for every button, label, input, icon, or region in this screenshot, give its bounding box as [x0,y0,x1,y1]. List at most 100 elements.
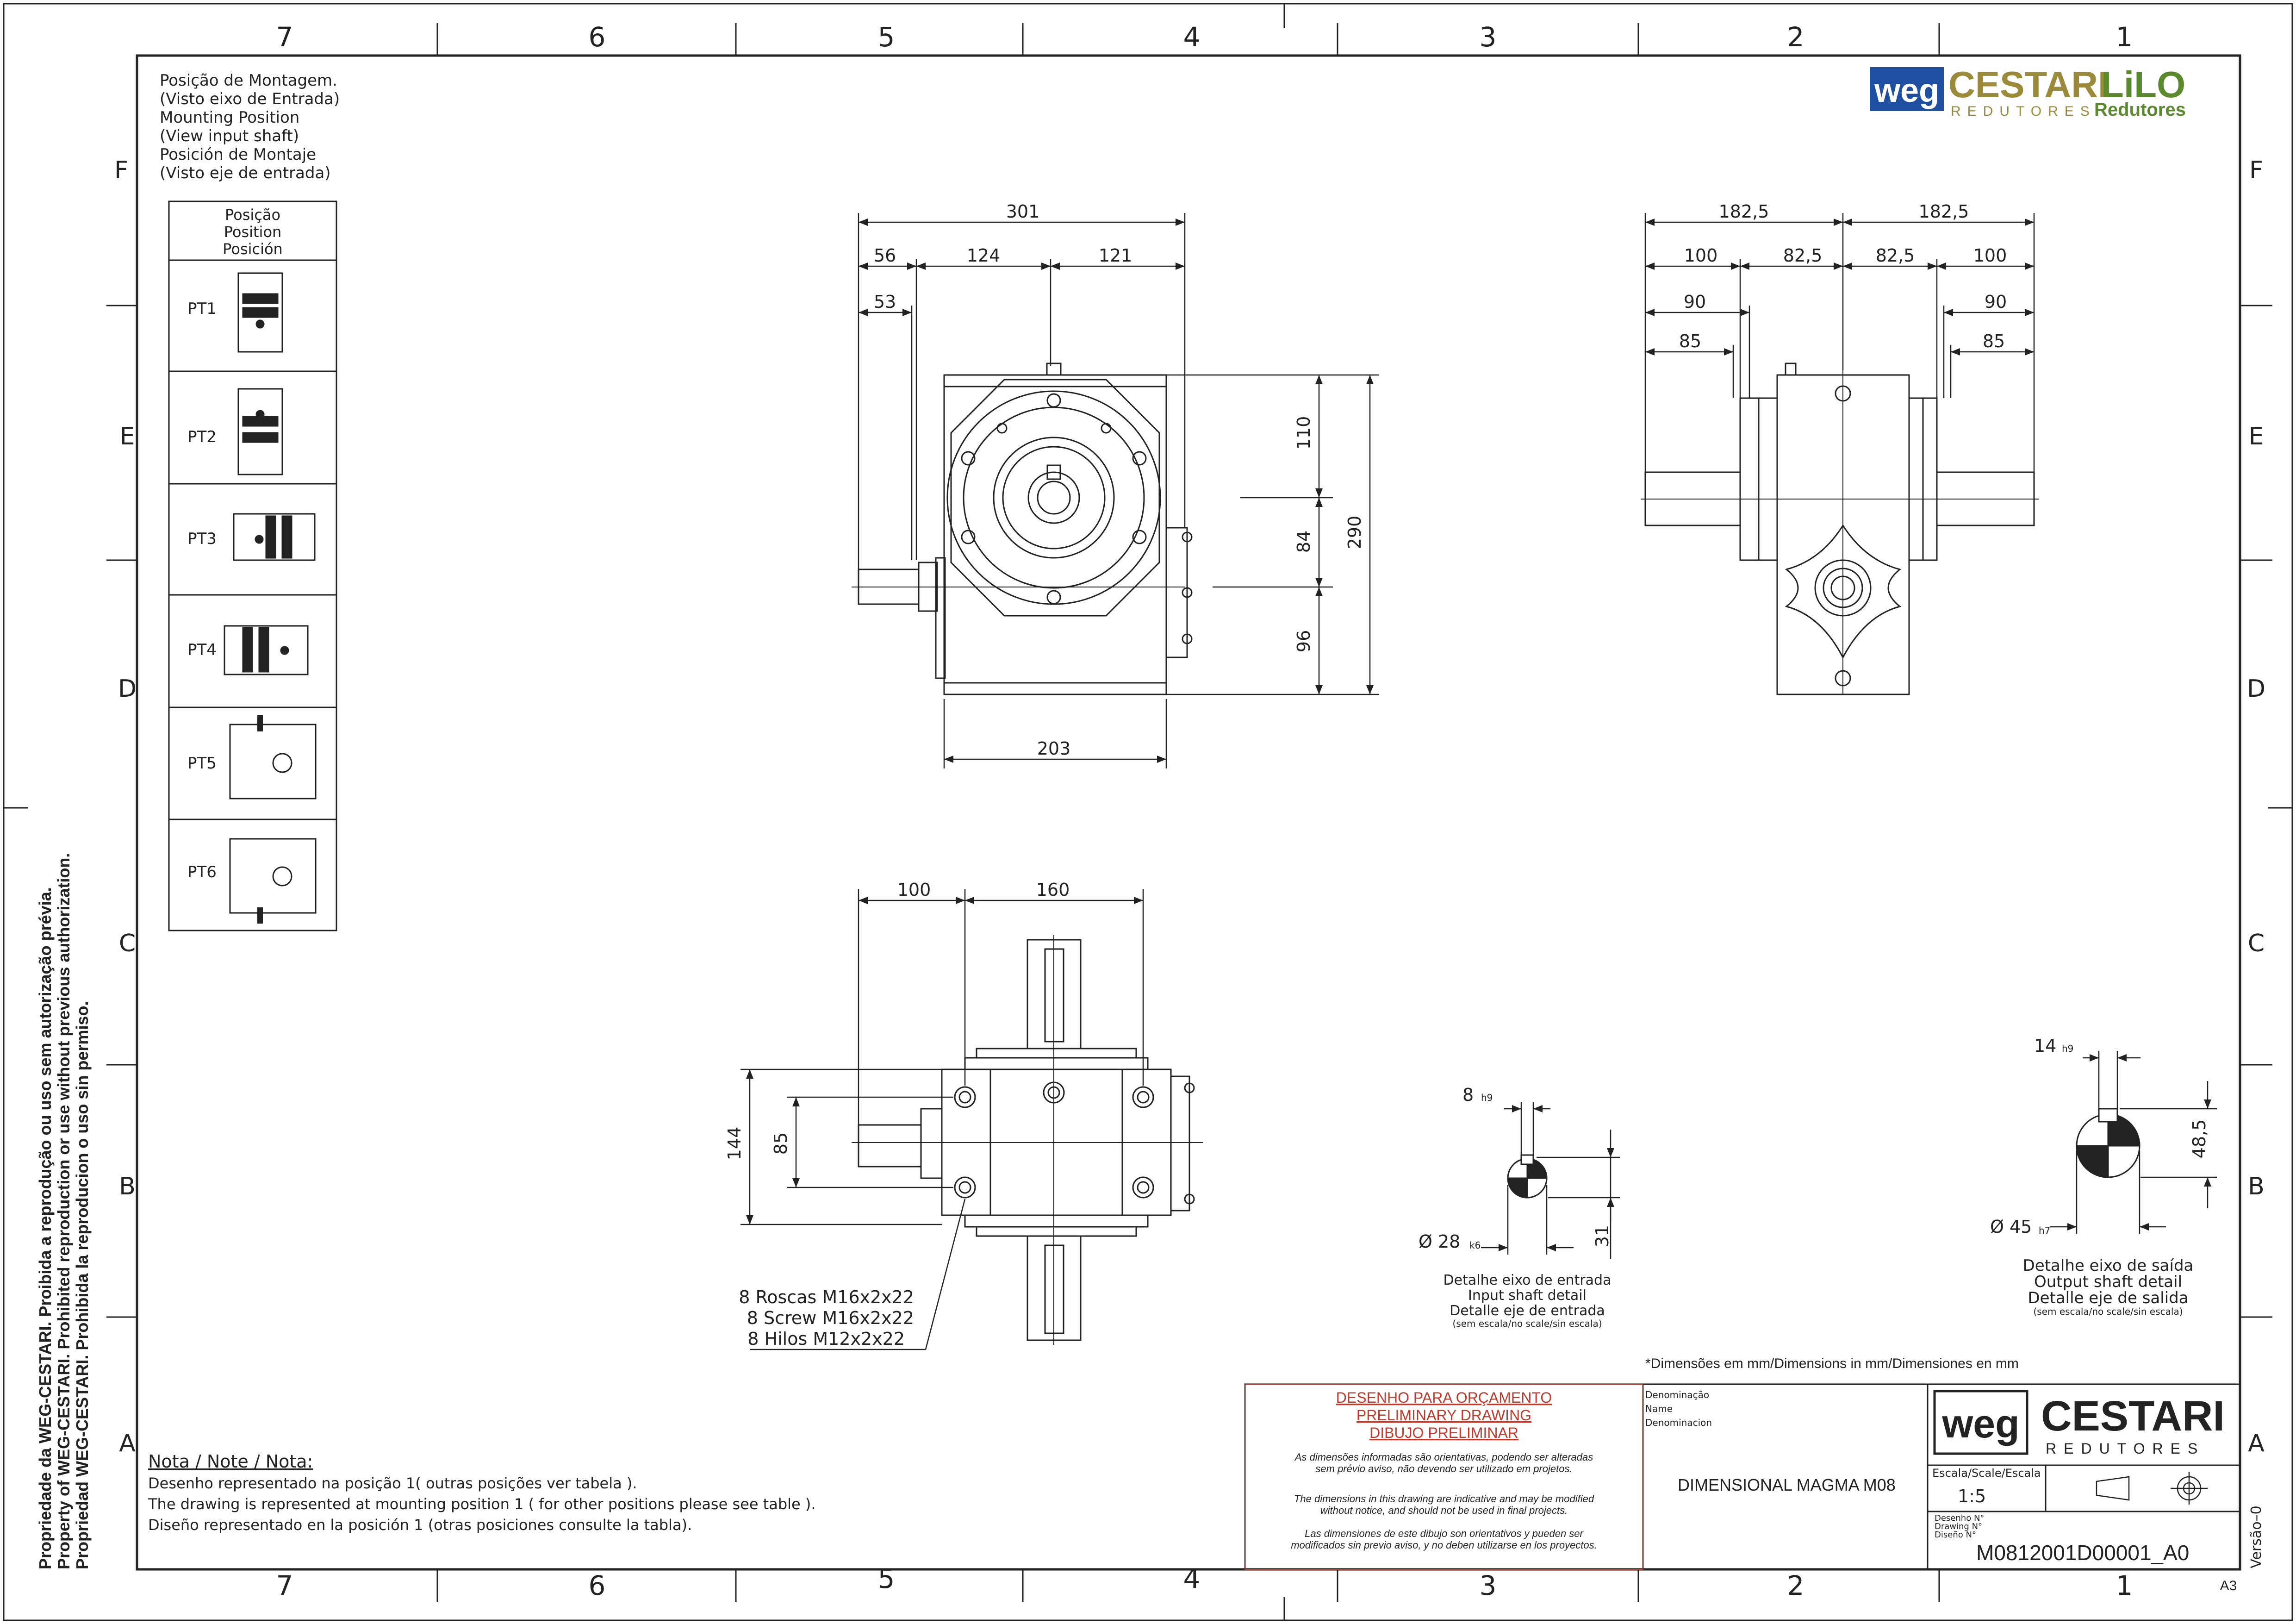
mounting-title-line: (View input shaft) [160,127,299,145]
scale-label: Escala/Scale/Escala [1932,1467,2041,1480]
detail-caption: Detalle eje de entrada [1450,1303,1605,1319]
notice-line: Propriedad WEG-CESTARI. Prohibida la rep… [73,1001,92,1569]
position-row-pt3: PT3 [187,513,316,561]
name-label: Denominação [1645,1389,1709,1400]
dim-label: 121 [1099,245,1132,266]
front-view-dimensions [858,213,1379,768]
dim-label: 82,5 [1876,245,1915,266]
row-label: B [2248,1173,2265,1200]
dim-label: 203 [1037,738,1071,759]
preliminary-pt: sem prévio aviso, não devendo ser utiliz… [1315,1463,1572,1474]
pt2-gearbox-icon [237,388,283,475]
detail-caption: Input shaft detail [1468,1287,1587,1304]
col-label: 4 [1183,1563,1201,1594]
row-label: F [114,156,128,184]
redutores-logo-text: REDUTORES [2046,1440,2205,1457]
grid-labels: 7 6 5 4 3 2 1 7 6 5 4 3 2 1 F E D C B A … [114,21,2265,1601]
position-label: PT6 [187,863,217,881]
row-label: C [119,930,136,957]
position-row-pt2: PT2 [187,388,283,475]
col-label: 3 [1480,1570,1497,1601]
table-header-line: Posición [223,240,283,258]
col-label: 6 [589,21,606,53]
preliminary-en: The dimensions in this drawing are indic… [1294,1493,1594,1505]
row-label: D [2247,675,2265,703]
height-label: 48,5 [2189,1119,2209,1159]
preliminary-es: Las dimensiones de este dibujo son orien… [1305,1528,1584,1539]
position-label: PT4 [187,641,217,659]
position-label: PT2 [187,428,217,446]
position-row-pt5: PT5 [187,715,317,800]
drawing-label: Desenho N° [1935,1513,1984,1523]
dim-label: 85 [1983,331,2005,351]
mounting-table [168,200,337,931]
key-tolerance-label: h9 [2062,1043,2073,1054]
input-shaft-detail [1481,1102,1620,1259]
col-label: 6 [589,1570,606,1601]
position-label: PT1 [187,300,217,318]
title-name-field: Denominação Name Denominacion DIMENSIONA… [1645,1389,1896,1494]
output-shaft-detail [2050,1051,2217,1234]
title-drawing-number: Desenho N° Drawing N° Diseño N° M0812001… [1935,1513,2189,1565]
pt1-gearbox-icon [237,272,283,353]
name-label: Name [1645,1403,1673,1414]
drawing-note: Nota / Note / Nota: Desenho representado… [148,1451,816,1534]
col-label: 5 [878,1563,895,1594]
units-note: *Dimensões em mm/Dimensions in mm/Dimens… [1645,1356,2019,1371]
row-label: D [118,675,137,703]
dim-label: 124 [967,245,1001,266]
row-label: B [119,1173,136,1200]
title-scale-field: Escala/Scale/Escala 1:5 [1932,1467,2208,1506]
dim-label: 182,5 [1919,201,1969,222]
dim-label: 82,5 [1783,245,1823,266]
logo-top: weg CESTARI REDUTORES LiLO Redutores [1870,64,2186,120]
cestari-logo-text: CESTARI [1948,64,2108,105]
preliminary-box [1244,1384,1643,1570]
property-notice: Propriedade da WEG-CESTARI. Proibida a r… [36,853,92,1569]
dim-label: 85 [771,1132,791,1155]
thread-note: 8 Hilos M12x2x22 [747,1329,905,1349]
table-header-line: Posição [225,206,280,224]
drawing-number: M0812001D00001_A0 [1976,1541,2189,1565]
weg-logo-icon [1870,67,1944,111]
cestari-logo-text: CESTARI [2041,1393,2225,1440]
thread-note: 8 Roscas M16x2x22 [739,1287,914,1307]
mounting-title-line: (Visto eje de entrada) [160,164,331,182]
bottom-input-shaft [858,1124,922,1168]
pt4-gearbox-icon [224,625,309,675]
table-header-line: Position [224,223,282,241]
note-line: The drawing is represented at mounting p… [148,1495,816,1513]
dim-label: 90 [1684,292,1706,312]
dim-label: 100 [897,880,931,900]
drawing-label: Diseño N° [1935,1530,1976,1540]
dim-label: 301 [1006,201,1040,222]
mounting-title: Posição de Montagem. (Visto eixo de Entr… [160,71,340,182]
notice-line: Property of WEG-CESTARI. Prohibited repr… [54,853,73,1569]
detail-caption: Detalle eje de salida [2028,1289,2188,1307]
col-label: 1 [2116,21,2133,53]
col-label: 4 [1183,21,1201,53]
dim-label: 53 [874,292,896,312]
mounting-table-header: Posição Position Posición [223,206,283,258]
dim-label: 290 [1344,516,1365,550]
position-label: PT5 [187,754,217,773]
dim-label: 56 [874,245,896,266]
thread-note: 8 Screw M16x2x22 [747,1308,914,1328]
detail-caption: Output shaft detail [2034,1273,2182,1291]
note-line: Diseño representado en la posición 1 (ot… [148,1516,692,1534]
dim-label: 182,5 [1719,201,1769,222]
dim-label: 100 [1684,245,1718,266]
col-label: 7 [276,21,293,53]
preliminary-en: without notice, and should not be used i… [1320,1505,1568,1516]
preliminary-heading: DESENHO PARA ORÇAMENTO [1336,1389,1552,1406]
side-view-dimensions [1644,213,2035,472]
key-tolerance-label: h9 [1481,1092,1493,1103]
mounting-title-line: Posición de Montaje [160,145,316,164]
col-label: 1 [2116,1570,2133,1601]
preliminary-heading: DIBUJO PRELIMINAR [1369,1424,1518,1441]
dim-label: 110 [1294,416,1314,450]
row-label: E [2249,423,2264,450]
row-label: E [120,423,135,450]
side-view [1641,362,2039,695]
